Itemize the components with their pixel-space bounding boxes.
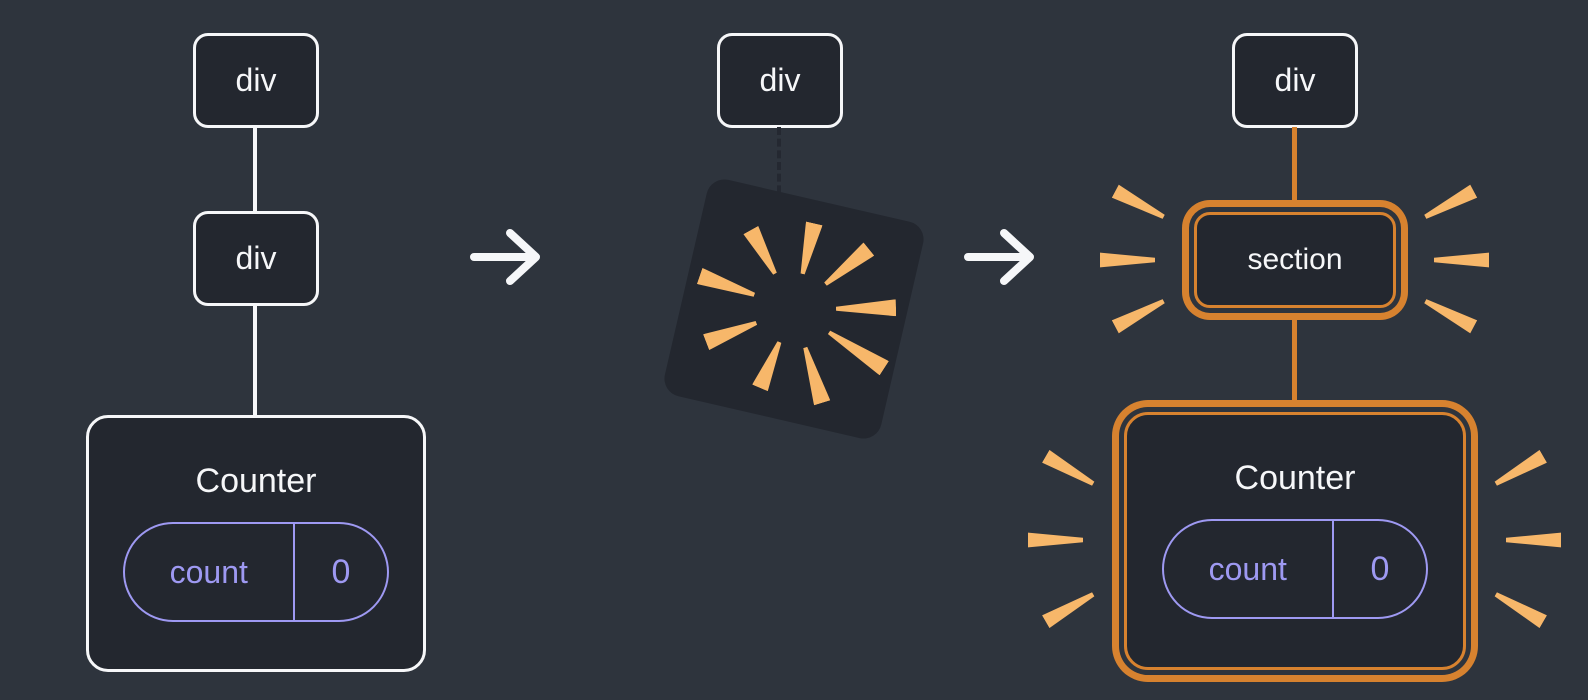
poof-spike xyxy=(797,345,830,405)
state-pill: count 0 xyxy=(123,522,389,622)
state-key: count xyxy=(169,553,248,590)
tree-connector-orange xyxy=(1292,320,1297,400)
sparkle-icon xyxy=(1434,252,1489,268)
poof-spike xyxy=(820,242,874,290)
pill-divider xyxy=(292,524,295,620)
tree-connector-orange xyxy=(1292,127,1297,202)
div-node-transition-root: div xyxy=(717,33,843,128)
arrow-right-icon xyxy=(470,229,540,285)
dashed-connector xyxy=(777,127,781,205)
poof-spike xyxy=(697,268,757,303)
sparkle-icon xyxy=(1492,449,1548,490)
state-value: 0 xyxy=(1370,549,1390,588)
sparkle-icon xyxy=(1492,587,1548,628)
poof-spike xyxy=(703,315,760,350)
sparkle-icon xyxy=(1421,294,1477,334)
poof-spike xyxy=(752,339,787,392)
sparkle-icon xyxy=(1111,294,1167,334)
sparkle-icon xyxy=(1100,252,1155,268)
sparkle-icon xyxy=(1042,587,1098,628)
state-value: 0 xyxy=(331,552,351,591)
node-label: div xyxy=(1274,62,1316,98)
sparkle-icon xyxy=(1042,449,1098,490)
section-node-highlighted: section xyxy=(1194,212,1396,308)
counter-component-node-before: Counter count 0 xyxy=(86,415,426,672)
poof-spike xyxy=(743,226,782,278)
component-title: Counter xyxy=(1234,459,1356,497)
tree-connector xyxy=(253,126,257,213)
div-node-before-root: div xyxy=(193,33,319,128)
arrow-right-icon xyxy=(964,229,1034,285)
div-node-before-child: div xyxy=(193,211,319,306)
poof-spike xyxy=(836,299,896,317)
sparkle-icon xyxy=(1421,184,1477,224)
sparkle-icon xyxy=(1506,532,1561,548)
tree-connector xyxy=(253,304,257,417)
poof-icon xyxy=(660,175,928,443)
div-node-after-root: div xyxy=(1232,33,1358,128)
node-label: div xyxy=(235,240,277,276)
node-label: section xyxy=(1247,243,1343,276)
pill-divider xyxy=(1331,521,1334,617)
node-label: div xyxy=(235,62,277,98)
state-key: count xyxy=(1208,550,1287,587)
state-pill: count 0 xyxy=(1162,519,1428,619)
component-title: Counter xyxy=(195,462,317,500)
sparkle-icon xyxy=(1028,532,1083,548)
counter-component-node-after: Counter count 0 xyxy=(1124,412,1466,670)
sparkle-icon xyxy=(1111,184,1167,224)
node-label: div xyxy=(759,62,801,98)
poof-spike xyxy=(824,325,889,375)
poof-spike xyxy=(794,221,822,275)
